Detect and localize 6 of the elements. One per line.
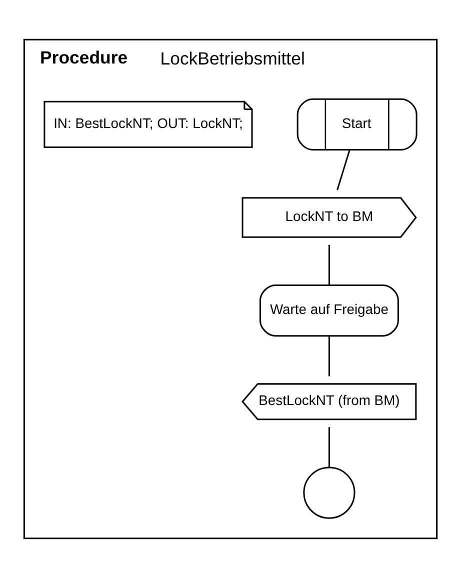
node-circle [302, 466, 355, 519]
connector [328, 336, 330, 376]
node-box: Warte auf Freigabe [258, 284, 398, 337]
connector [336, 150, 350, 190]
connector [328, 244, 330, 285]
connector [328, 427, 330, 468]
